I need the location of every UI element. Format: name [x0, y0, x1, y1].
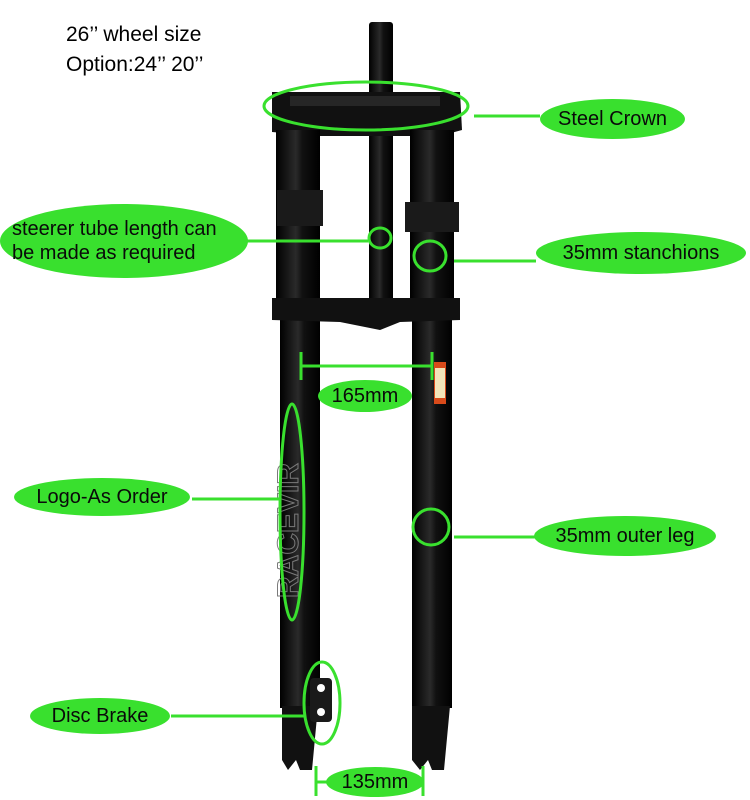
steerer-note-line-1: steerer tube length can: [12, 218, 217, 240]
wheel-options-text: Option:24’’ 20’’: [66, 53, 204, 76]
disc-brake-text: Disc Brake: [51, 705, 149, 727]
hub-spacing-text: 135mm: [341, 771, 409, 793]
stanchions-text: 35mm stanchions: [562, 242, 720, 264]
outer-leg-label: 35mm outer leg: [534, 516, 716, 556]
wheel-size-text: 26’’ wheel size: [66, 23, 202, 46]
steerer-note-text: steerer tube length can be made as requi…: [12, 217, 217, 265]
stanchion-highlight-circle: [412, 239, 448, 273]
steel-crown-label: Steel Crown: [540, 99, 685, 139]
crown-highlight-ellipse: [262, 80, 470, 132]
steerer-note-label: steerer tube length can be made as requi…: [0, 204, 248, 278]
left-outer-leg: [280, 318, 320, 708]
logo-highlight-ellipse: [278, 402, 306, 622]
outer-leg-text: 35mm outer leg: [555, 525, 695, 547]
brake-highlight-ellipse: [302, 660, 342, 746]
hub-spacing-label: 135mm: [326, 767, 424, 797]
crown-width-text: 165mm: [331, 385, 399, 407]
steerer-highlight-circle: [367, 226, 393, 250]
steerer-tube: [369, 22, 393, 304]
outer-leg-highlight-circle: [411, 507, 451, 547]
crown-width-label: 165mm: [318, 380, 412, 412]
leg-logo: RACEVIR: [272, 463, 305, 598]
logo-label: Logo-As Order: [14, 478, 190, 516]
left-dropout: [282, 706, 318, 770]
right-dropout: [412, 706, 450, 770]
disc-brake-mount: [310, 678, 332, 722]
lower-crown: [272, 298, 460, 330]
logo-text: Logo-As Order: [36, 486, 168, 508]
steerer-note-line-2: be made as required: [12, 242, 196, 264]
disc-brake-label: Disc Brake: [30, 698, 170, 734]
stanchions-label: 35mm stanchions: [536, 232, 746, 274]
steel-crown-text: Steel Crown: [558, 108, 667, 130]
